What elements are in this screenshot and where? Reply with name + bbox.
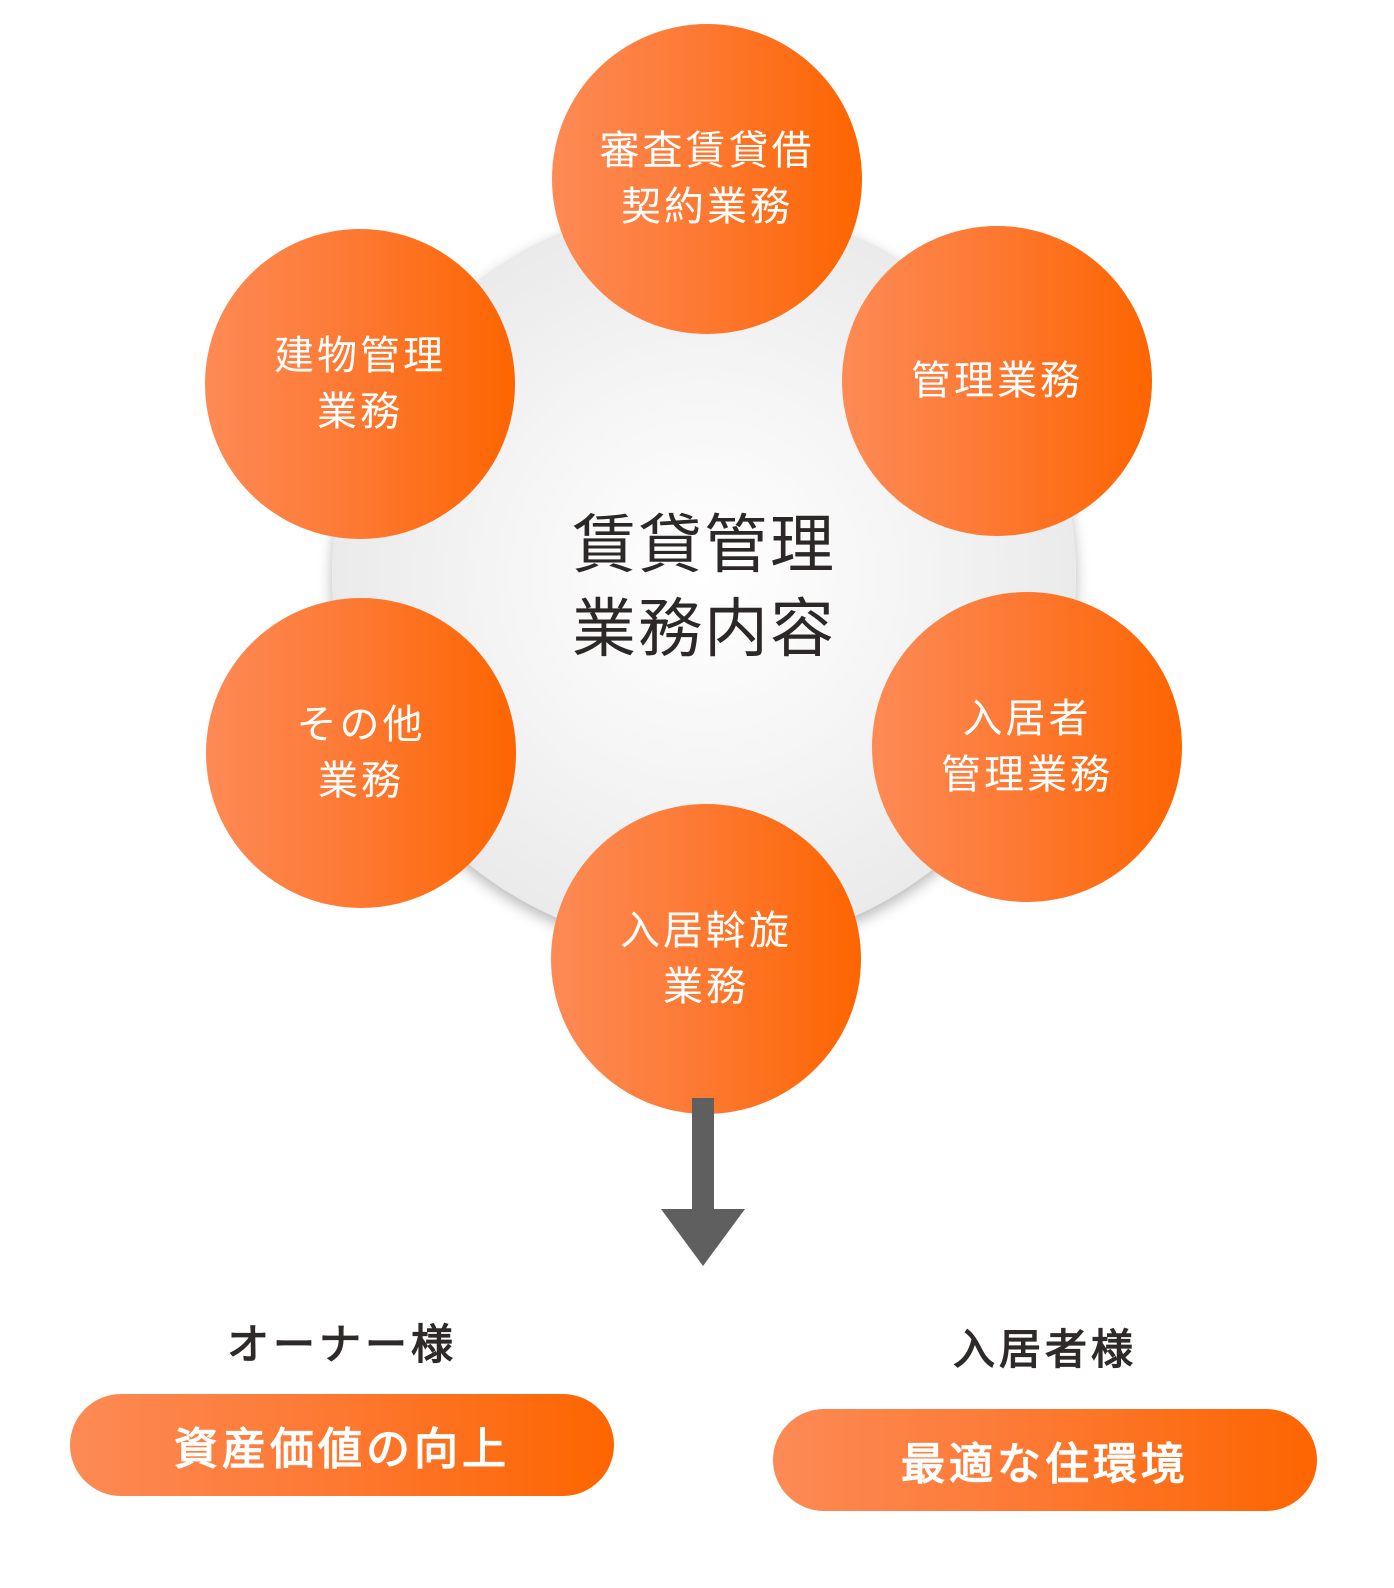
benefit-pill-owner: 資産価値の向上 <box>70 1394 614 1496</box>
node-building-management: 建物管理 業務 <box>205 229 515 539</box>
node-tenant-management: 入居者 管理業務 <box>872 592 1182 902</box>
node-management: 管理業務 <box>842 226 1152 536</box>
audience-label-tenant: 入居者様 <box>952 1325 1137 1374</box>
audience-label-owner: オーナー様 <box>226 1320 457 1369</box>
node-tenant-placement: 入居斡旋 業務 <box>551 804 861 1114</box>
node-screening-lease-contract: 審査賃貸借 契約業務 <box>552 24 862 334</box>
arrow-down-icon <box>661 1098 745 1266</box>
benefit-text-tenant: 最適な住環境 <box>901 1439 1189 1490</box>
benefit-text-owner: 資産価値の向上 <box>174 1424 510 1475</box>
hub-title: 賃貸管理 業務内容 <box>572 509 836 667</box>
arrow-shaft <box>692 1098 714 1212</box>
arrow-head <box>661 1209 745 1266</box>
benefit-pill-tenant: 最適な住環境 <box>773 1409 1317 1511</box>
node-other: その他 業務 <box>206 598 516 908</box>
